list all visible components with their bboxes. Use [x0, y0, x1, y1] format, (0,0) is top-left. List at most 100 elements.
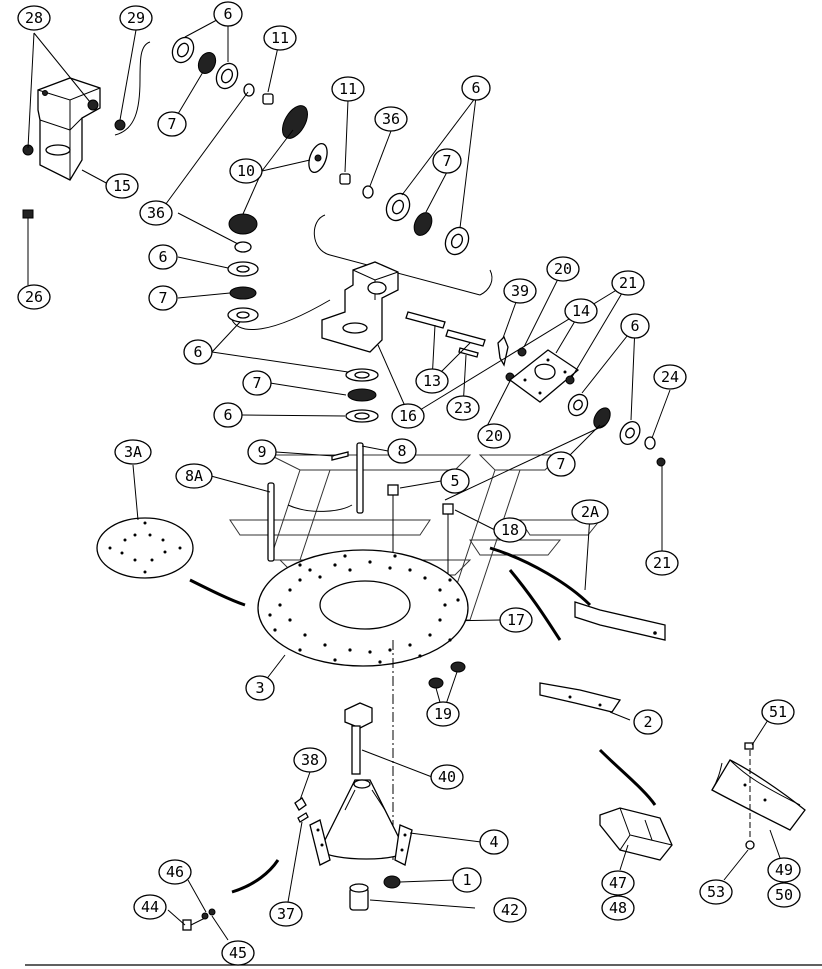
leader-21a-1 [571, 282, 629, 378]
svg-text:6: 6 [223, 5, 232, 23]
callout-42: 42 [493, 897, 527, 923]
leader-47 [619, 844, 629, 871]
callout-36a: 36 [374, 106, 408, 132]
pins-13 [405, 311, 486, 358]
callout-39: 39 [503, 278, 537, 304]
svg-text:15: 15 [113, 177, 131, 195]
left-gear-stack [227, 213, 259, 323]
leader-40 [361, 749, 433, 778]
arc-37 [231, 859, 280, 894]
leader-6e-1 [581, 325, 636, 394]
leader-2 [609, 711, 631, 721]
leader-5 [399, 480, 442, 489]
callout-3: 3 [245, 675, 275, 701]
svg-text:20: 20 [554, 260, 572, 278]
svg-text:46: 46 [166, 863, 184, 881]
svg-text:45: 45 [229, 944, 247, 962]
svg-text:7: 7 [442, 152, 451, 170]
right-gear-stack [339, 173, 470, 256]
svg-text:4: 4 [489, 833, 498, 851]
part-47 [599, 807, 673, 861]
leader-28a [33, 32, 91, 103]
leader-29 [119, 29, 137, 121]
leader-16 [377, 344, 409, 414]
leader-7d-long [444, 424, 606, 501]
leader-49 [769, 829, 781, 859]
svg-text:17: 17 [507, 611, 525, 629]
top-gear-stack [171, 36, 328, 174]
svg-text:40: 40 [438, 768, 456, 786]
leader-45 [211, 915, 229, 941]
right-parts [565, 375, 666, 467]
arc-3A [189, 578, 246, 607]
leader-7e-stack [269, 382, 347, 396]
callout-21a: 21 [611, 270, 645, 296]
svg-text:7: 7 [252, 374, 261, 392]
svg-text:6: 6 [471, 79, 480, 97]
svg-text:7: 7 [158, 289, 167, 307]
callout-38: 38 [293, 747, 327, 773]
callout-6b: 6 [461, 75, 491, 101]
leader-2A [584, 514, 591, 591]
svg-text:48: 48 [609, 899, 627, 917]
svg-text:18: 18 [501, 521, 519, 539]
callout-21b: 21 [645, 550, 679, 576]
callout-7d: 7 [242, 370, 272, 396]
leader-8A [210, 475, 271, 493]
callout-7b: 7 [432, 148, 462, 174]
callout-9: 9 [247, 439, 277, 465]
svg-text:16: 16 [399, 407, 417, 425]
callout-16: 16 [391, 403, 425, 429]
leader-44 [167, 909, 186, 926]
arc-2 [598, 748, 657, 806]
leader-20a [523, 268, 564, 348]
leader-6d-1 [211, 321, 241, 353]
svg-text:8A: 8A [185, 467, 203, 485]
callout-11b: 11 [331, 76, 365, 102]
callout-49: 49 [767, 857, 801, 883]
callout-17: 17 [499, 607, 533, 633]
bracket-16 [321, 261, 399, 353]
callout-53: 53 [699, 879, 733, 905]
leader-1 [399, 879, 456, 883]
callout-47: 47 [601, 870, 635, 896]
svg-text:11: 11 [271, 29, 289, 47]
svg-text:26: 26 [25, 288, 43, 306]
svg-text:2A: 2A [581, 503, 599, 521]
stack-bracket-curve-2 [479, 269, 493, 296]
callout-8: 8 [387, 438, 417, 464]
svg-text:3A: 3A [124, 443, 142, 461]
bolt-44 [182, 908, 216, 931]
svg-text:36: 36 [382, 110, 400, 128]
svg-text:11: 11 [339, 80, 357, 98]
leader-4 [409, 832, 482, 843]
leader-7b [425, 171, 448, 213]
callout-44: 44 [133, 894, 167, 920]
leader-10a [261, 129, 294, 172]
callout-5: 5 [440, 468, 470, 494]
callout-18: 18 [493, 517, 527, 543]
svg-text:28: 28 [25, 9, 43, 27]
svg-text:19: 19 [434, 705, 452, 723]
callout-29: 29 [119, 5, 153, 31]
callout-14: 14 [564, 298, 598, 324]
leader-6b-1 [401, 96, 477, 196]
lower-gear-stack [345, 368, 379, 423]
callout-6e: 6 [620, 313, 650, 339]
callout-45: 45 [221, 940, 255, 966]
svg-text:7: 7 [556, 455, 565, 473]
callout-7e: 7 [546, 451, 576, 477]
part-2A [574, 601, 666, 641]
plate-14 [497, 335, 580, 403]
svg-text:1: 1 [462, 871, 471, 889]
leader-6f [241, 414, 346, 417]
callout-50: 50 [767, 882, 801, 908]
sleeve-42 [349, 883, 369, 911]
callout-1: 1 [452, 867, 482, 893]
nut-1 [383, 875, 401, 889]
cone-4 [309, 779, 413, 866]
arc-2A-b [508, 569, 562, 641]
svg-text:14: 14 [572, 302, 590, 320]
leader-46 [187, 879, 207, 913]
svg-text:3: 3 [255, 679, 264, 697]
